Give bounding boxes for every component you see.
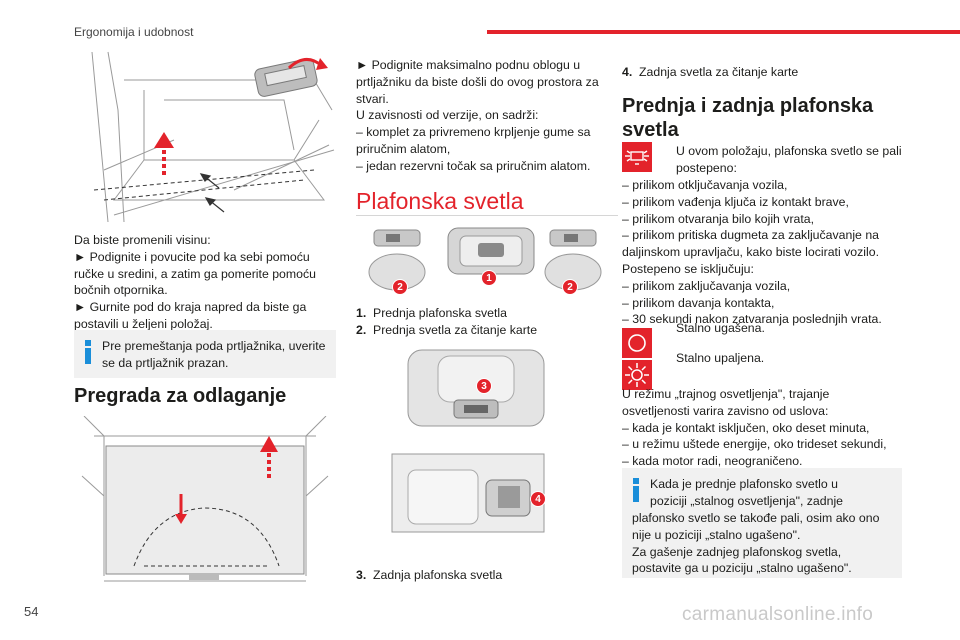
rear-map-light-illustration xyxy=(388,444,548,540)
permanent-mode-text: U režimu „trajnog osvetljenja", trajanje… xyxy=(622,387,887,469)
front-ceiling-lights-illustration xyxy=(366,226,616,296)
section-title-front-rear-lights: Prednja i zadnja plafonska svetla xyxy=(622,95,874,141)
callout-badge-1: 1 xyxy=(481,270,497,286)
info-note-ceiling: Kada je prednje plafonsko svetlo u pozic… xyxy=(622,468,902,578)
storage-intro: ► Podignite maksimalno podnu oblogu u pr… xyxy=(356,58,599,173)
callout-badge-4: 4 xyxy=(530,491,546,507)
section-divider xyxy=(356,215,618,216)
light-on-text: Stalno upaljena. xyxy=(676,351,765,365)
door-mode-icon xyxy=(622,142,652,172)
trunk-floor-illustration xyxy=(84,50,336,223)
running-header: Ergonomija i udobnost xyxy=(74,25,194,39)
legend-3: 3.Zadnja plafonska svetla xyxy=(356,568,503,582)
legend-4: 4.Zadnja svetla za čitanje karte xyxy=(622,65,799,79)
light-on-icon xyxy=(622,360,652,390)
section-title-ceiling-lights: Plafonska svetla xyxy=(356,188,524,214)
section-title-storage: Pregrada za odlaganje xyxy=(74,385,287,407)
light-off-text: Stalno ugašena. xyxy=(676,321,765,335)
storage-compartment-illustration xyxy=(74,415,336,586)
door-mode-text: U ovom položaju, plafonska svetlo se pal… xyxy=(676,144,902,175)
watermark: carmanualsonline.info xyxy=(682,604,874,625)
ceiling-legend: 1.Prednja plafonska svetla 2.Prednja sve… xyxy=(356,306,538,337)
light-off-icon xyxy=(622,328,652,358)
header-accent-bar xyxy=(487,30,960,34)
callout-badge-3: 3 xyxy=(476,378,492,394)
page-number: 54 xyxy=(24,604,39,619)
height-instructions: Da biste promenili visinu: ► Podignite i… xyxy=(74,233,316,331)
info-icon xyxy=(632,478,640,502)
info-note-trunk: Pre premeštanja poda prtljažnika, uverit… xyxy=(74,330,336,378)
door-mode-list: – prilikom otključavanja vozila, – prili… xyxy=(622,178,882,327)
callout-badge-2-right: 2 xyxy=(562,279,578,295)
callout-badge-2-left: 2 xyxy=(392,279,408,295)
info-icon xyxy=(84,340,92,364)
